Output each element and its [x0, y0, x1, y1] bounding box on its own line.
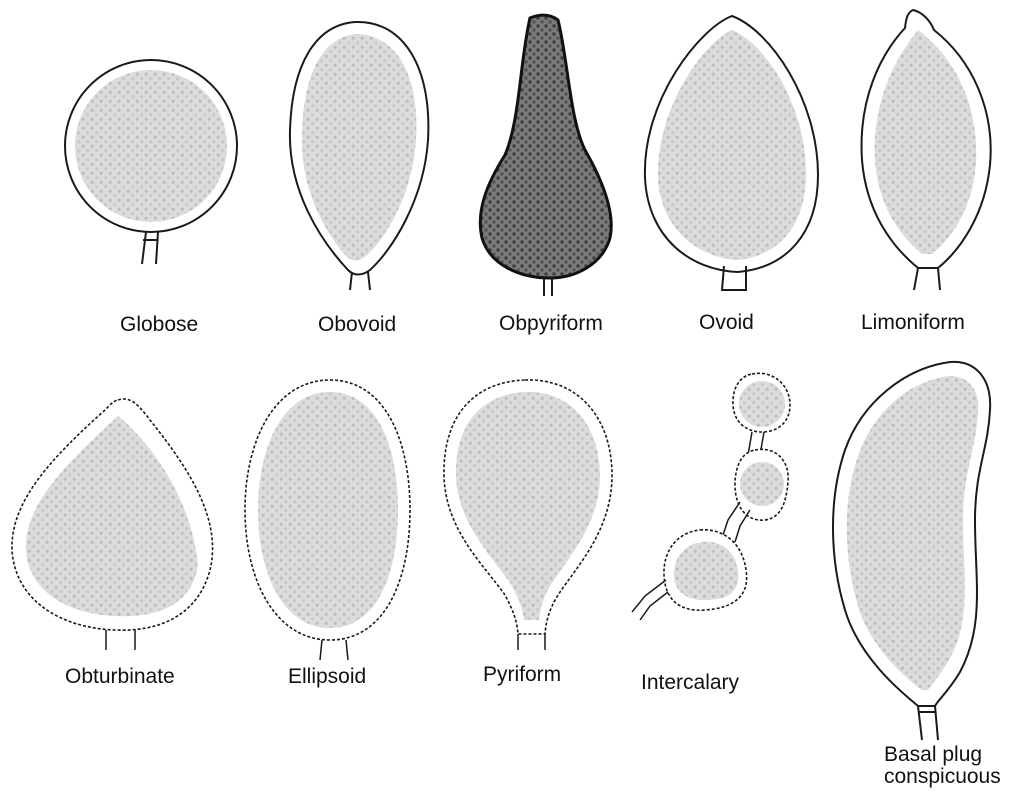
label-obpyriform: Obpyriform [499, 313, 603, 335]
obovoid-shape [290, 22, 428, 290]
label-limoniform: Limoniform [861, 312, 965, 334]
label-globose: Globose [120, 314, 198, 336]
label-basal-plug-line2: conspicuous [884, 766, 1001, 788]
pyriform-shape [444, 380, 612, 650]
basal-plug-shape [833, 362, 990, 740]
ellipsoid-shape [245, 380, 410, 660]
label-pyriform: Pyriform [483, 664, 561, 686]
obturbinate-shape [12, 399, 213, 650]
limoniform-shape [862, 10, 991, 290]
label-ovoid: Ovoid [699, 312, 754, 334]
obpyriform-shape [480, 15, 611, 296]
label-obovoid: Obovoid [318, 314, 396, 336]
label-basal-plug: Basal plug conspicuous [884, 744, 1001, 788]
intercalary-shape [632, 373, 790, 620]
ovoid-shape [645, 16, 818, 290]
label-ellipsoid: Ellipsoid [288, 666, 366, 688]
label-obturbinate: Obturbinate [65, 666, 175, 688]
label-intercalary: Intercalary [641, 672, 739, 694]
globose-shape [65, 60, 237, 264]
label-basal-plug-line1: Basal plug [884, 744, 1001, 766]
